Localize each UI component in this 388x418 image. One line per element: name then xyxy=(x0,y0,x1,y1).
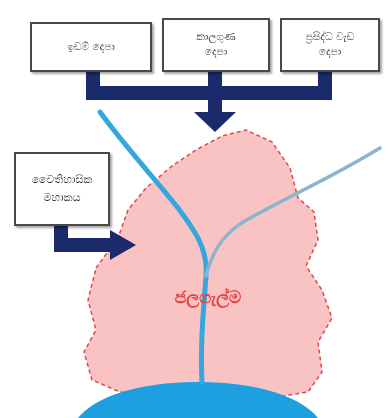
land-department-label: ඉඩම් දෙපා xyxy=(67,40,115,53)
meteorology-department-box: කාලගුණ දෙපා xyxy=(162,18,270,72)
land-department-box: ඉඩම් දෙපා xyxy=(30,22,152,72)
public-works-department-label: ප්‍රසිද්ධ වැඩ දෙපා xyxy=(305,31,355,58)
top-connector-arrow xyxy=(86,72,332,132)
historical-factor-box: වෛතිහාසික මහාකය xyxy=(14,152,110,226)
watershed-label: ජලගැල්ම xyxy=(174,288,242,308)
meteorology-department-label: කාලගුණ දෙපා xyxy=(196,31,236,58)
main-river xyxy=(97,109,209,385)
public-works-department-box: ප්‍රසිද්ධ වැඩ දෙපා xyxy=(280,18,380,72)
left-arrow xyxy=(54,226,136,260)
historical-factor-label: වෛතිහාසික මහාකය xyxy=(31,173,93,204)
sea-body xyxy=(78,382,318,418)
tributary-river xyxy=(204,146,382,278)
